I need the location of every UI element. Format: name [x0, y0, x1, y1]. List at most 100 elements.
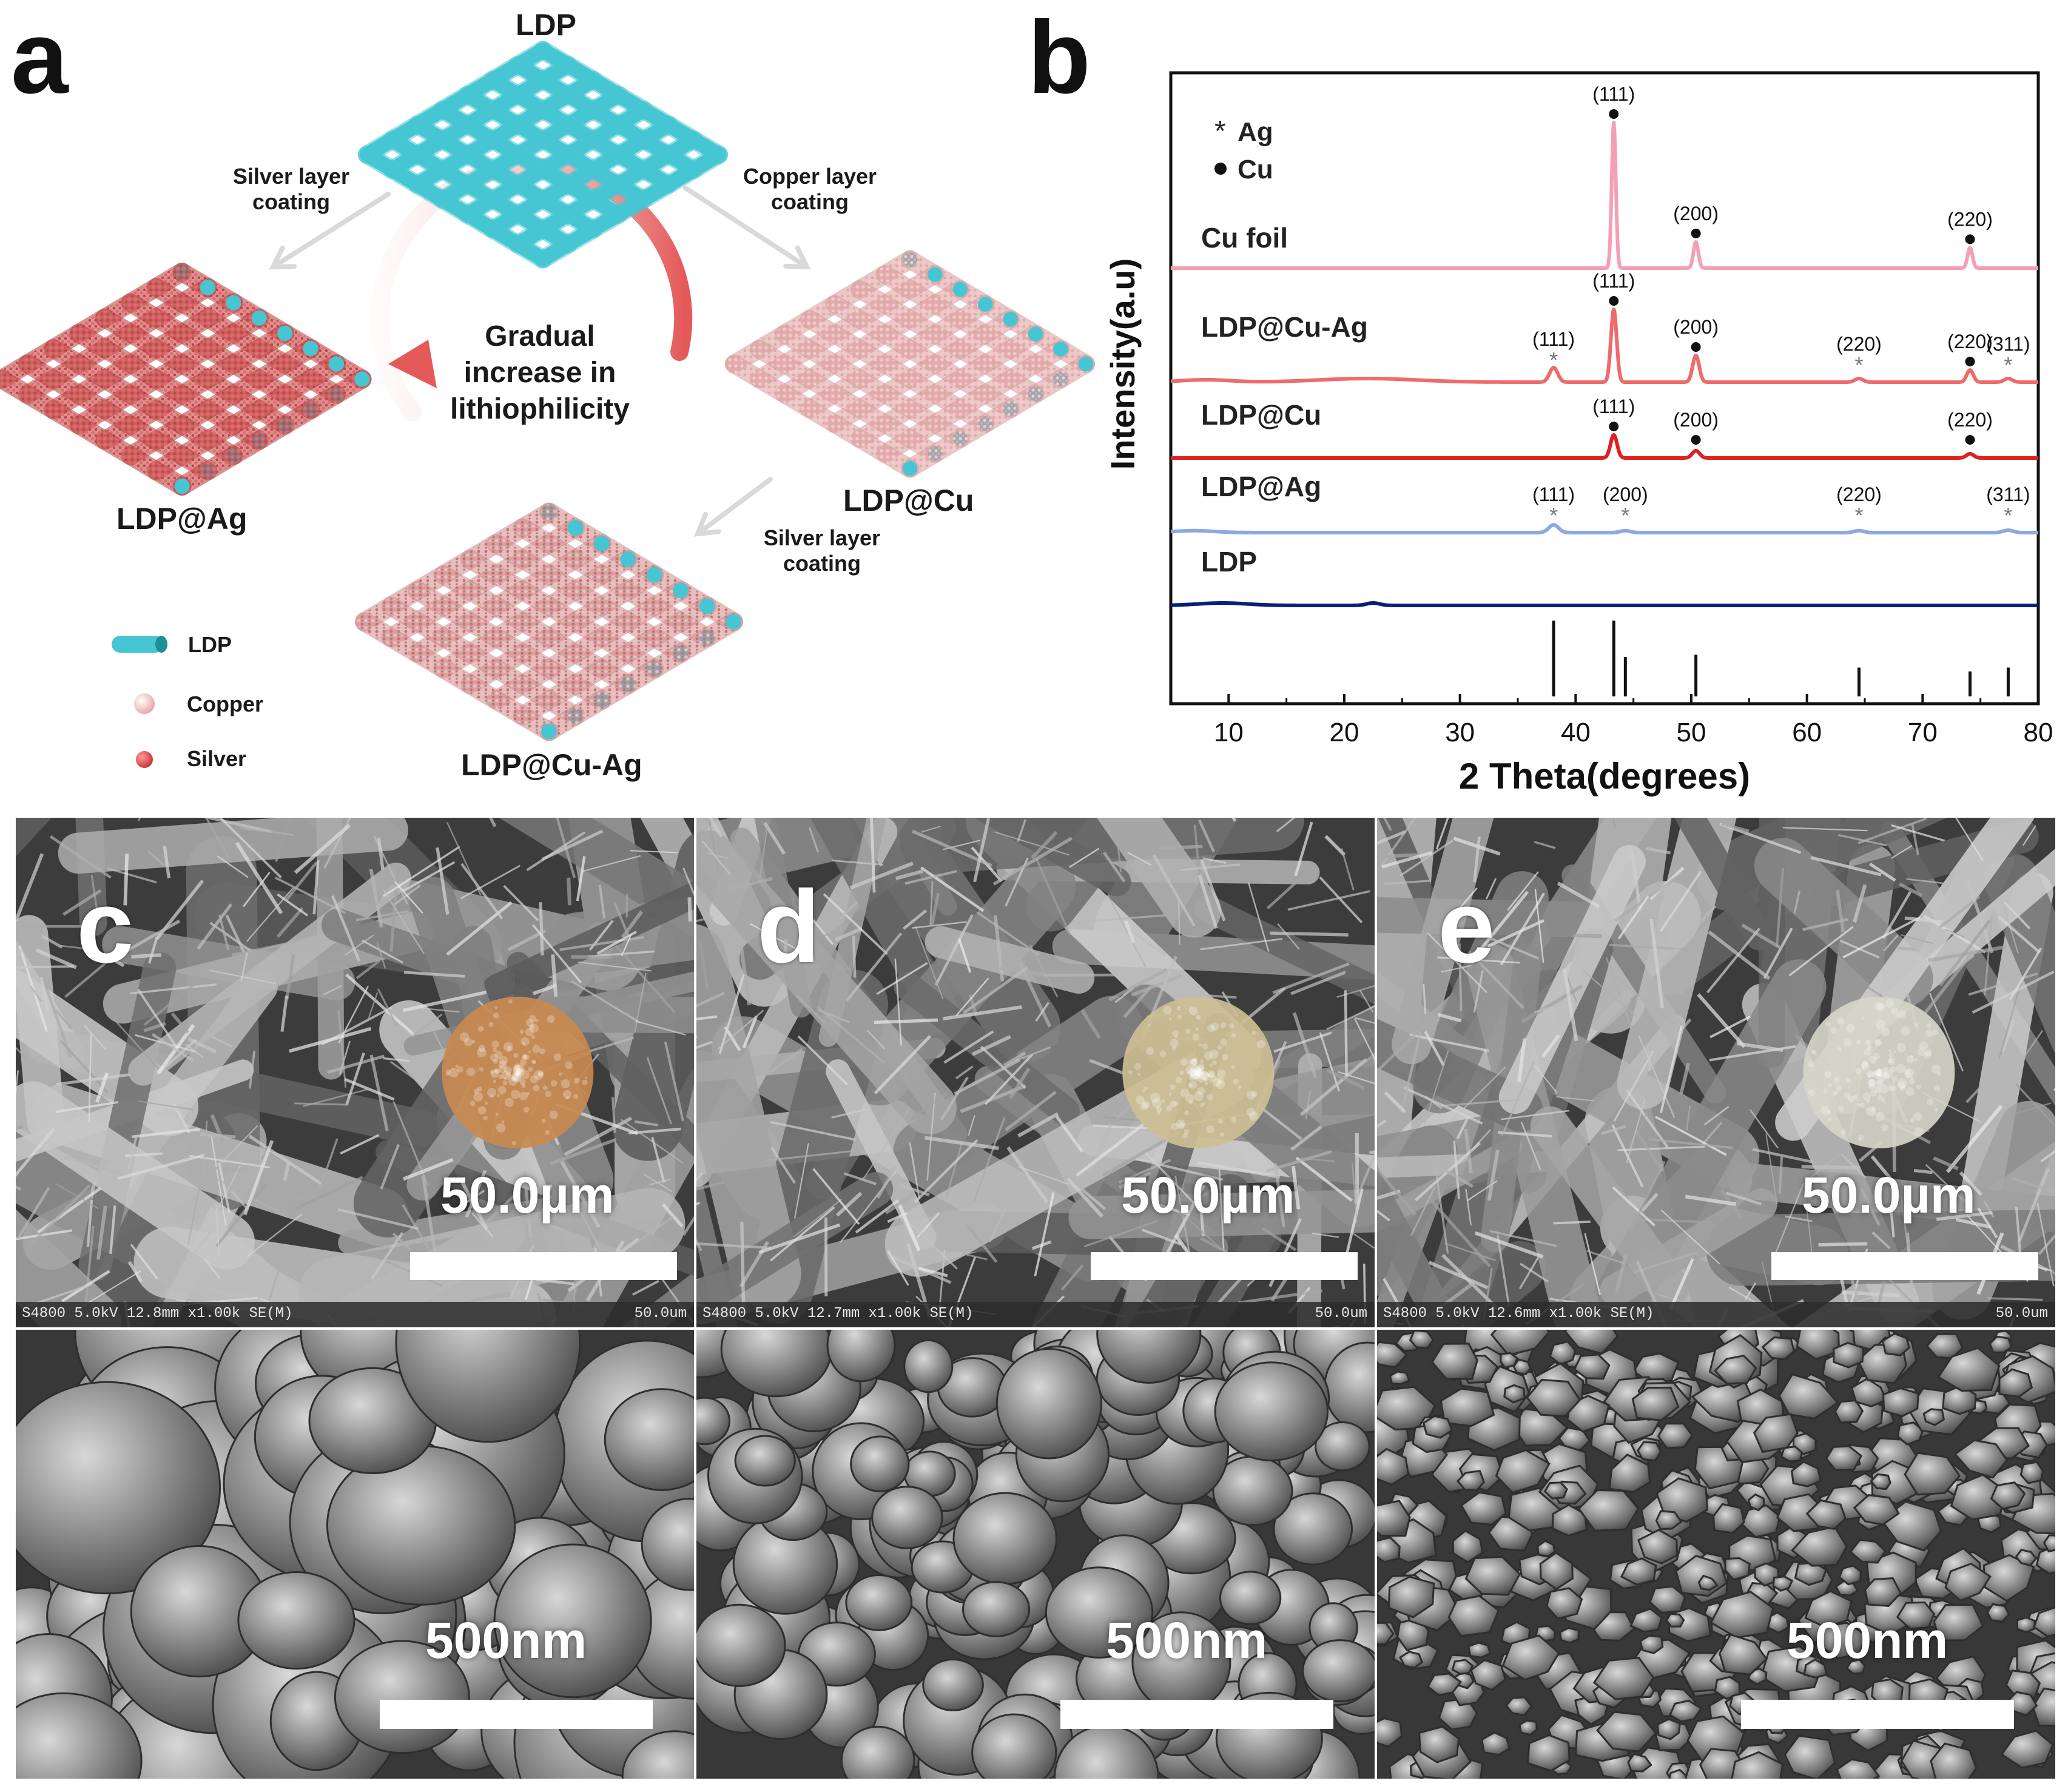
legend-label-ag: Ag — [1238, 117, 1273, 147]
peak-label-1-4: (220) — [1947, 331, 1993, 352]
peak-label-2-2: (220) — [1947, 409, 1993, 431]
legend-label-copper: Copper — [187, 692, 263, 716]
grain-texture-d — [696, 1330, 1375, 1779]
scale-bar-low-d — [1091, 1252, 1358, 1280]
sem-high-mag-e: 500nm — [1377, 1330, 2055, 1779]
scale-label-low-c: 50.0µm — [440, 1167, 615, 1224]
series-label-1: LDP@Cu-Ag — [1201, 311, 1368, 343]
series-line-2 — [1170, 433, 2039, 460]
series-label-3: LDP@Ag — [1201, 471, 1321, 502]
mesh-ldp-cuag-strand-b7 — [357, 614, 557, 739]
left-arrow-label: Silver layer coating — [224, 164, 358, 215]
x-tick-label-60: 60 — [1792, 718, 1822, 747]
x-tick-label-10: 10 — [1214, 718, 1244, 747]
legend-star-marker: * — [1214, 115, 1226, 147]
panel-b-letter: b — [1028, 0, 1091, 115]
legend-label-silver: Silver — [187, 746, 247, 771]
label-ldp-cu: LDP@Cu — [843, 483, 974, 517]
fiber-texture-c — [16, 818, 694, 1327]
series-ldp-ag: LDP@Ag*(111)*(200)*(220)*(311) — [1170, 471, 2039, 534]
peak-marker-cu-2-0 — [1609, 422, 1619, 431]
peak-marker-cu-2-2 — [1965, 435, 1975, 445]
mesh-ldp-cu-strand-end-a2 — [952, 281, 968, 297]
center-label: Gradual increase in lithiophilicity — [425, 318, 655, 428]
mesh-ldp-strand-a7 — [535, 147, 727, 267]
mesh-ldp-cu-strand-end-a1 — [928, 267, 943, 282]
peak-marker-cu-0-1 — [1691, 228, 1701, 238]
mesh-ldp-cuag-strand-end-a7 — [726, 614, 741, 630]
scale-bar-high-d — [1060, 1700, 1333, 1729]
peak-marker-cu-1-2 — [1691, 342, 1701, 352]
sample-photo-disc-e — [1803, 997, 1955, 1148]
legend-item-copper: Copper — [109, 688, 315, 718]
panel-d-letter: d — [757, 869, 820, 985]
scale-label-low-e: 50.0µm — [1802, 1167, 1976, 1224]
legend-dot-marker — [1214, 163, 1227, 175]
schematic-legend: LDP Copper Silver — [109, 625, 328, 783]
peak-label-3-3: (311) — [1986, 483, 2030, 505]
series-line-0 — [1170, 121, 2039, 270]
peak-label-1-3: (220) — [1836, 333, 1882, 355]
instrument-info-d: S4800 5.0kV 12.7mm x1.00k SE(M) — [702, 1305, 974, 1322]
mesh-ldp-ag-strand-end-a2 — [226, 295, 241, 311]
peak-label-0-0: (111) — [1592, 83, 1635, 105]
left-arrow-label-line1: Silver layer — [232, 164, 350, 189]
panel-a-schematic — [0, 41, 1096, 741]
scale-label-low-d: 50.0µm — [1121, 1167, 1295, 1224]
plot-frame — [1169, 71, 2040, 706]
mesh-ldp-ag-strand-end-a5 — [303, 341, 318, 357]
mesh-ldp-cu-strand-end-a3 — [977, 297, 993, 312]
right-arrow-label-line2: coating — [770, 189, 849, 214]
legend-item-ldp: LDP — [109, 628, 315, 659]
mesh-ldp-cu-strand-end-b7 — [902, 460, 918, 476]
mesh-ldp-cuag-strand-end-a1 — [567, 520, 584, 536]
arc-arrowhead — [388, 340, 437, 388]
series-line-3 — [1170, 523, 2039, 534]
mesh-ldp-cuag-strand-a7 — [541, 614, 741, 739]
mesh-ldp-strand-b6 — [385, 132, 576, 252]
peak-label-3-1: (200) — [1603, 483, 1648, 505]
panel-c-letter: c — [76, 869, 134, 985]
peak-label-1-5: (311) — [1986, 333, 2030, 355]
series-line-1 — [1170, 308, 2039, 384]
mesh-ldp-ag-strand-end-a3 — [251, 310, 267, 326]
scale-label-high-d: 500nm — [1106, 1612, 1268, 1669]
mesh-ldp-cu-strand-end-a6 — [1053, 342, 1068, 357]
sem-high-mag-d: 500nm — [696, 1330, 1375, 1779]
x-tick-label-20: 20 — [1330, 718, 1359, 747]
series-ldp: LDP — [1170, 546, 2039, 607]
mesh-ldp-ag-strand-b6 — [19, 356, 216, 479]
peak-marker-cu-1-1 — [1609, 296, 1619, 306]
sample-photo-disc-d — [1122, 997, 1275, 1148]
mesh-ldp-cuag-strand-end-b7 — [541, 723, 557, 739]
x-tick-label-40: 40 — [1561, 718, 1591, 747]
bottom-arrow-label-line2: coating — [783, 551, 861, 576]
peak-marker-ag-3-3: * — [2004, 503, 2012, 528]
top-ldp-label: LDP — [516, 8, 576, 42]
peak-marker-ag-3-0: * — [1549, 503, 1558, 528]
peak-label-1-2: (200) — [1673, 316, 1719, 338]
series-line-4 — [1170, 601, 2039, 607]
panel-e-letter: e — [1438, 869, 1495, 985]
y-axis-label: Intensity(a.u) — [1103, 258, 1142, 470]
series-label-4: LDP — [1201, 546, 1257, 578]
mesh-ldp-ag-strand-end-b7 — [174, 478, 190, 494]
scale-bar-low-c — [410, 1252, 677, 1280]
peak-marker-ag-3-2: * — [1854, 503, 1863, 528]
scale-label-high-c: 500nm — [425, 1612, 587, 1669]
peak-marker-ag-1-3: * — [1854, 352, 1863, 377]
peak-label-2-1: (200) — [1673, 409, 1719, 431]
center-label-line1: Gradual — [485, 320, 595, 352]
panel-a: a LDP Silver layer coating Copper layer … — [0, 0, 1140, 801]
mesh-ldp-cuag-strand-end-a3 — [620, 551, 636, 567]
fiber-texture-d — [696, 818, 1375, 1327]
legend-label-ldp: LDP — [188, 632, 232, 657]
instrument-scale-d: 50.0um — [1315, 1305, 1367, 1322]
peak-marker-cu-0-2 — [1965, 234, 1975, 244]
scale-bar-high-e — [1741, 1700, 2014, 1729]
